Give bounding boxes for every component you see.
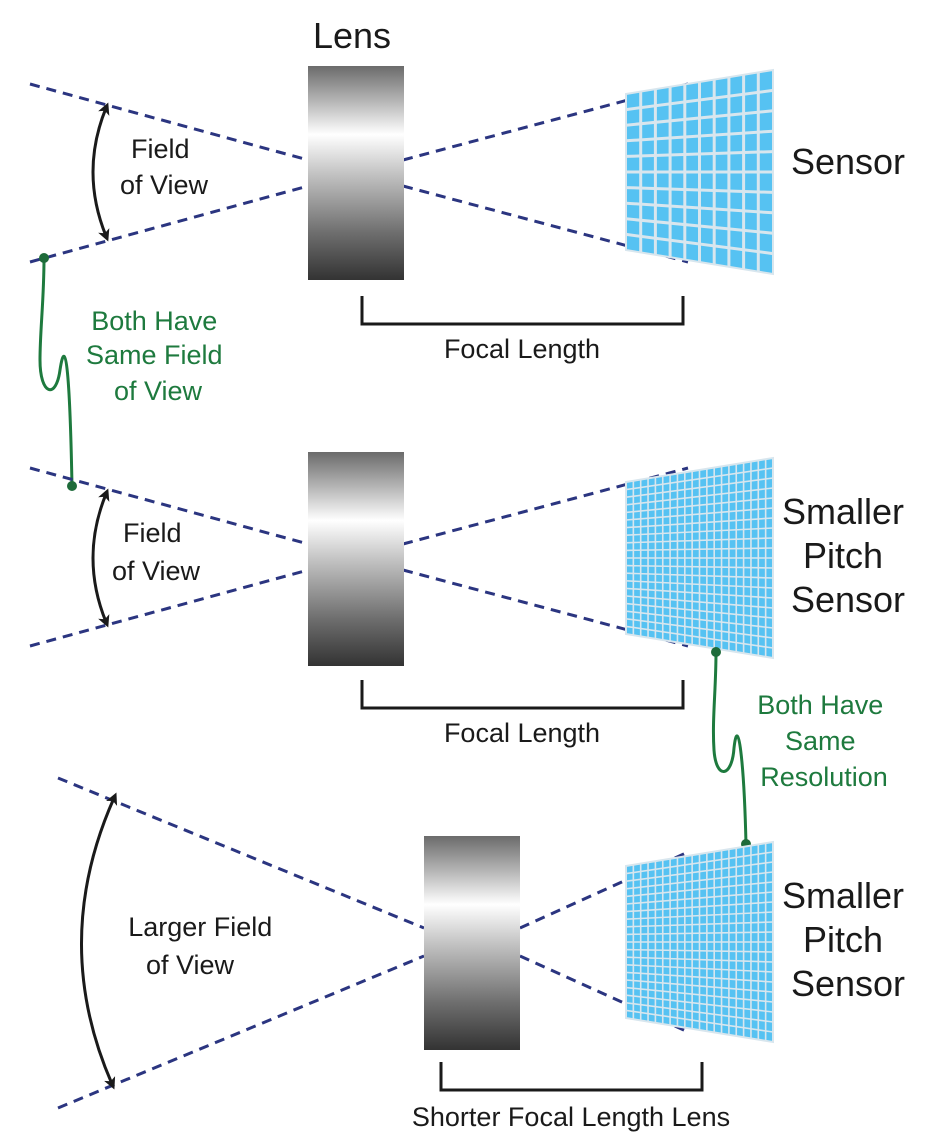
section-1: Lens Sensor Field of View Focal Length [29, 15, 905, 364]
focal-label-3: Shorter Focal Length Lens [412, 1102, 730, 1132]
same-fov-connector: Both Have Same Field of View [38, 253, 230, 491]
ray-upper-left-3 [57, 776, 425, 930]
focal-bracket-3 [439, 1062, 704, 1092]
ray-upper-left-1 [29, 82, 309, 162]
fov-label-3: Larger Field of View [128, 912, 280, 980]
fov-label-1: Field of View [120, 134, 209, 200]
focal-bracket-2 [360, 680, 685, 710]
lens-label: Lens [313, 15, 391, 56]
focal-bracket-1 [360, 296, 685, 326]
sensor-2 [625, 456, 774, 660]
sensor-3 [625, 840, 774, 1044]
ray-lower-left-3 [57, 954, 425, 1110]
ray-upper-left-2 [29, 466, 309, 546]
focal-label-1: Focal Length [444, 334, 600, 364]
section-3: Smaller Pitch Sensor Larger Field of Vie… [57, 776, 914, 1132]
fov-label-2: Field of View [112, 518, 201, 586]
sensor-3-label: Smaller Pitch Sensor [782, 875, 914, 1004]
sensor-1 [625, 68, 774, 276]
same-resolution-label: Both Have Same Resolution [757, 690, 891, 792]
sensor-1-label: Sensor [791, 141, 905, 182]
section-2: Smaller Pitch Sensor Field of View Focal… [29, 452, 914, 748]
same-fov-label: Both Have Same Field of View [86, 306, 230, 406]
lens-2 [308, 452, 404, 666]
lens-1 [308, 66, 404, 280]
focal-label-2: Focal Length [444, 718, 600, 748]
fov-arrow-3 [80, 792, 118, 1090]
ray-lower-left-2 [29, 568, 309, 648]
fov-arrow-1 [91, 102, 110, 242]
same-resolution-connector: Both Have Same Resolution [711, 647, 891, 849]
fov-arrow-2 [91, 488, 110, 628]
lens-3 [424, 836, 520, 1050]
ray-lower-left-1 [29, 184, 309, 264]
sensor-2-label: Smaller Pitch Sensor [782, 491, 914, 620]
